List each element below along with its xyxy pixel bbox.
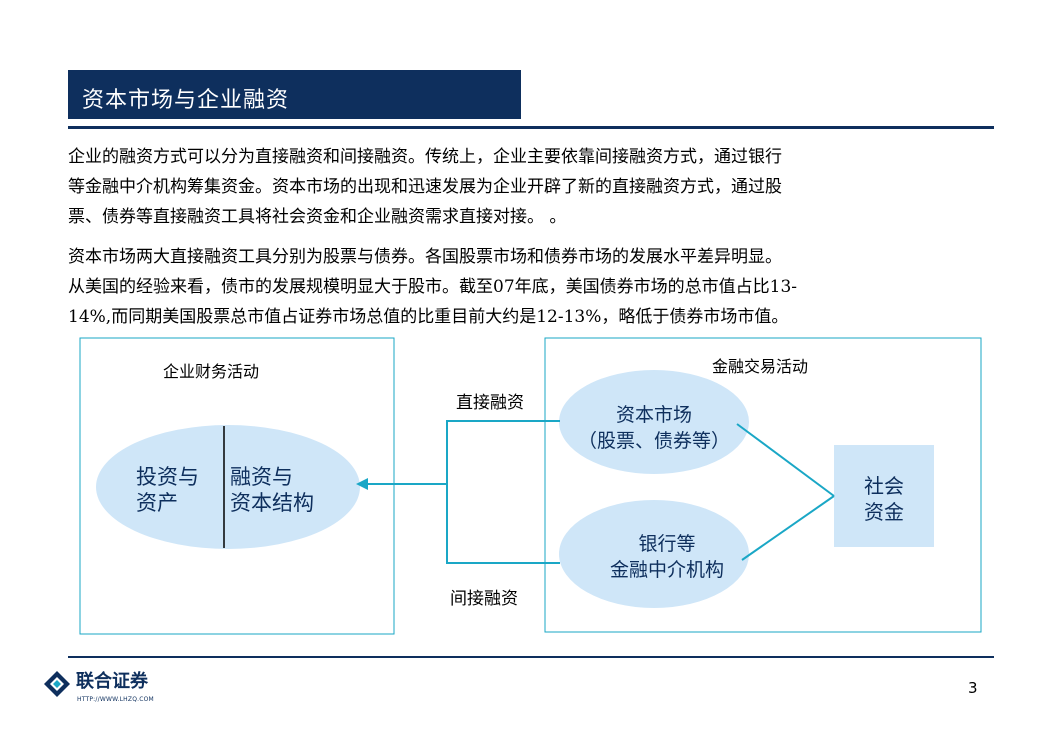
company-logo-text: 联合证券 bbox=[76, 671, 148, 692]
corporate-finance-title: 企业财务活动 bbox=[163, 362, 260, 381]
label-line: 融资与 bbox=[230, 465, 293, 489]
label-line: 资金 bbox=[864, 500, 904, 524]
company-logo-icon bbox=[44, 671, 70, 697]
capital-to-funds-line bbox=[736, 423, 835, 497]
title-bar: 资本市场与企业融资 bbox=[68, 70, 521, 119]
label-line: 社会 bbox=[864, 474, 904, 498]
bank-to-funds-line bbox=[741, 495, 835, 561]
financial-trading-title: 金融交易活动 bbox=[712, 357, 809, 376]
paragraph-line: 资本市场两大直接融资工具分别为股票与债券。各国股票市场和债券市场的发展水平差异明… bbox=[68, 247, 782, 267]
paragraph-line: 企业的融资方式可以分为直接融资和间接融资。传统上，企业主要依靠间接融资方式，通过… bbox=[68, 147, 782, 167]
paragraph-line: 14%,而同期美国股票总市值占证券市场总值的比重目前大约是12-13%，略低于债… bbox=[68, 307, 789, 327]
label-line: 资产 bbox=[136, 491, 178, 515]
paragraph-line: 票、债券等直接融资工具将社会资金和企业融资需求直接对接。 。 bbox=[68, 207, 567, 227]
paragraph-market-comparison: 资本市场两大直接融资工具分别为股票与债券。各国股票市场和债券市场的发展水平差异明… bbox=[68, 242, 1014, 332]
label-line: 银行等 bbox=[638, 533, 696, 555]
investment-assets-label: 投资与 资产 bbox=[136, 464, 199, 516]
arrow-head-icon bbox=[356, 478, 368, 490]
bank-ellipse bbox=[559, 500, 749, 608]
financing-structure-label: 融资与 资本结构 bbox=[230, 464, 314, 516]
capital-market-label: 资本市场 （股票、债券等） bbox=[562, 402, 746, 454]
footer-divider bbox=[68, 656, 994, 658]
paragraph-line: 等金融中介机构筹集资金。资本市场的出现和迅速发展为企业开辟了新的直接融资方式，通… bbox=[68, 177, 782, 197]
bank-label: 银行等 金融中介机构 bbox=[575, 531, 759, 583]
direct-financing-label: 直接融资 bbox=[456, 393, 524, 413]
direct-financing-connector bbox=[446, 420, 560, 564]
paragraph-financing-methods: 企业的融资方式可以分为直接融资和间接融资。传统上，企业主要依靠间接融资方式，通过… bbox=[68, 142, 1014, 232]
label-line: 金融中介机构 bbox=[609, 559, 724, 581]
label-line: 资本结构 bbox=[230, 491, 314, 515]
paragraph-line: 从美国的经验来看，债市的发展规模明显大于股市。截至07年底，美国债券市场的总市值… bbox=[68, 277, 798, 297]
label-line: 投资与 bbox=[136, 465, 199, 489]
label-line: 资本市场 bbox=[615, 404, 692, 426]
indirect-financing-label: 间接融资 bbox=[450, 589, 518, 609]
social-funds-box bbox=[834, 445, 934, 547]
title-divider bbox=[68, 126, 994, 129]
corporate-ellipse bbox=[96, 425, 360, 549]
page-title: 资本市场与企业融资 bbox=[82, 88, 290, 113]
capital-market-ellipse bbox=[559, 370, 749, 474]
social-funds-label: 社会 资金 bbox=[834, 473, 934, 525]
company-url: HTTP://WWW.LHZQ.COM bbox=[77, 696, 154, 703]
label-line: （股票、债券等） bbox=[577, 430, 730, 452]
page-number: 3 bbox=[968, 679, 978, 697]
